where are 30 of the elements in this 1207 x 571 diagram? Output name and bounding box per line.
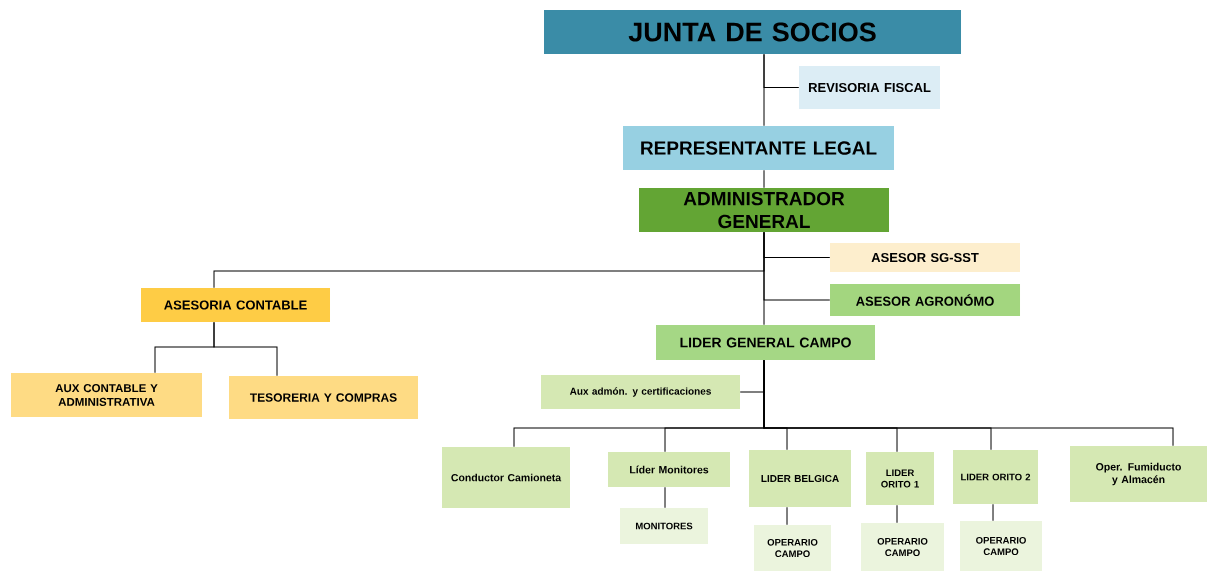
org-box: REVISORIA FISCAL xyxy=(799,66,940,109)
org-box: OPERARIO CAMPO xyxy=(960,521,1042,571)
org-box: AUX CONTABLE Y ADMINISTRATIVA xyxy=(11,373,202,417)
org-box: LIDER GENERAL CAMPO xyxy=(656,325,875,360)
org-box: MONITORES xyxy=(620,508,708,544)
org-box: OPERARIO CAMPO xyxy=(861,523,944,571)
org-box: JUNTA DE SOCIOS xyxy=(544,10,961,54)
org-box: ADMINISTRADOR GENERAL xyxy=(639,188,889,232)
connector-line xyxy=(763,359,1174,447)
org-box: OPERARIO CAMPO xyxy=(754,525,831,571)
org-box: Aux admón. y certificaciones xyxy=(541,375,740,409)
org-box: Conductor Camioneta xyxy=(442,447,570,508)
connector-line xyxy=(213,321,278,377)
org-box: Líder Monitores xyxy=(608,452,730,487)
connector-line xyxy=(664,486,666,509)
org-box: LIDER ORITO 2 xyxy=(953,450,1038,504)
org-box: Oper. Fumiducto y Almacén xyxy=(1070,446,1207,502)
org-box: LIDER ORITO 1 xyxy=(866,452,934,505)
org-box: LIDER BELGICA xyxy=(749,450,851,507)
org-box: ASESORIA CONTABLE xyxy=(141,288,330,322)
org-box: ASESOR SG-SST xyxy=(830,243,1020,272)
connector-line xyxy=(896,504,898,524)
connector-line xyxy=(992,503,994,522)
connector-line xyxy=(786,506,788,526)
connector-line xyxy=(763,231,765,326)
connector-line xyxy=(763,169,765,189)
connector-line xyxy=(763,53,765,127)
org-box: REPRESENTANTE LEGAL xyxy=(623,126,894,170)
org-box: ASESOR AGRONÓMO xyxy=(830,284,1020,316)
org-box: TESORERIA Y COMPRAS xyxy=(229,376,418,419)
